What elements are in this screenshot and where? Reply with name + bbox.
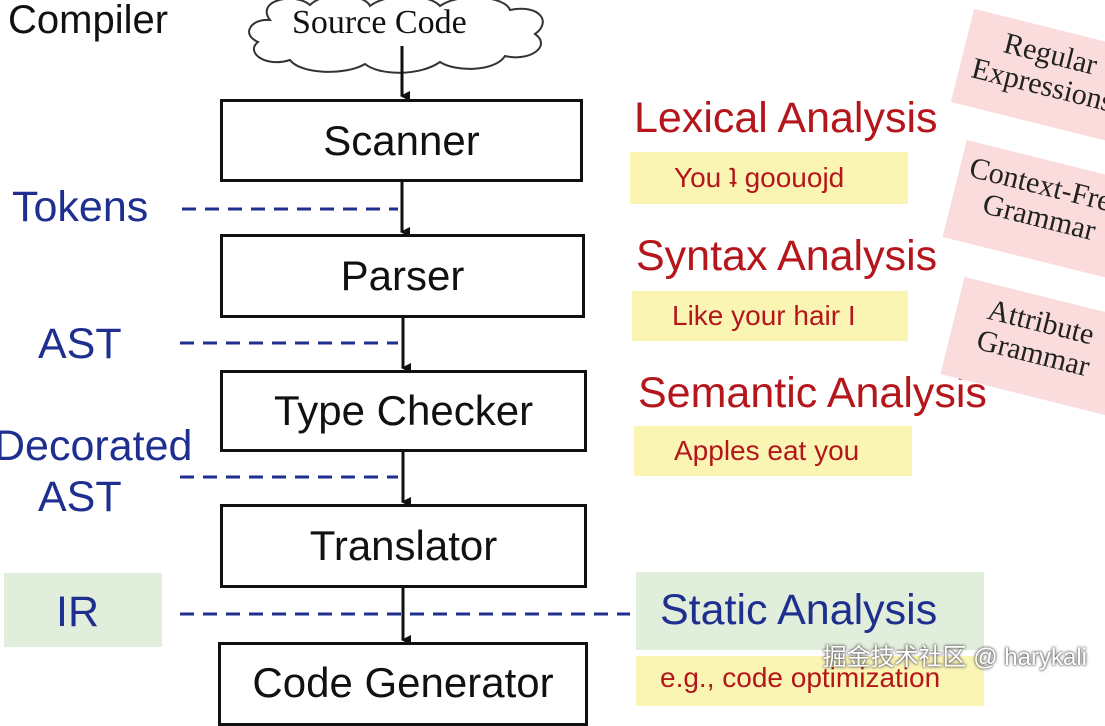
diagram-title: Compiler <box>8 0 169 42</box>
decorated-label: Decorated <box>0 422 193 470</box>
lexical-analysis-label: Lexical Analysis <box>634 94 938 142</box>
code-generator-box: Code Generator <box>218 642 588 726</box>
tokens-label: Tokens <box>12 183 149 231</box>
scanner-box: Scanner <box>220 99 583 182</box>
translator-box: Translator <box>220 504 587 588</box>
source-cloud <box>248 0 544 74</box>
source-code-label: Source Code <box>292 4 467 41</box>
semantic-example: Apples eat you <box>634 426 912 476</box>
flow-connectors <box>180 0 630 645</box>
watermark: 掘金技术社区 @ harykali <box>822 644 1087 671</box>
static-analysis-label: Static Analysis <box>660 586 938 634</box>
parser-box: Parser <box>220 234 585 318</box>
static-analysis-panel <box>636 572 984 650</box>
syntax-example: Like your hair I <box>632 291 908 341</box>
decorated-ast-label: AST <box>38 473 122 521</box>
ir-label: IR <box>56 588 99 636</box>
semantic-analysis-label: Semantic Analysis <box>638 369 987 417</box>
syntax-analysis-label: Syntax Analysis <box>636 232 938 280</box>
type-checker-box: Type Checker <box>220 370 587 452</box>
ast-label: AST <box>38 320 122 368</box>
ir-panel <box>4 573 162 647</box>
lexical-example: You ʇ goouojd <box>630 152 908 204</box>
